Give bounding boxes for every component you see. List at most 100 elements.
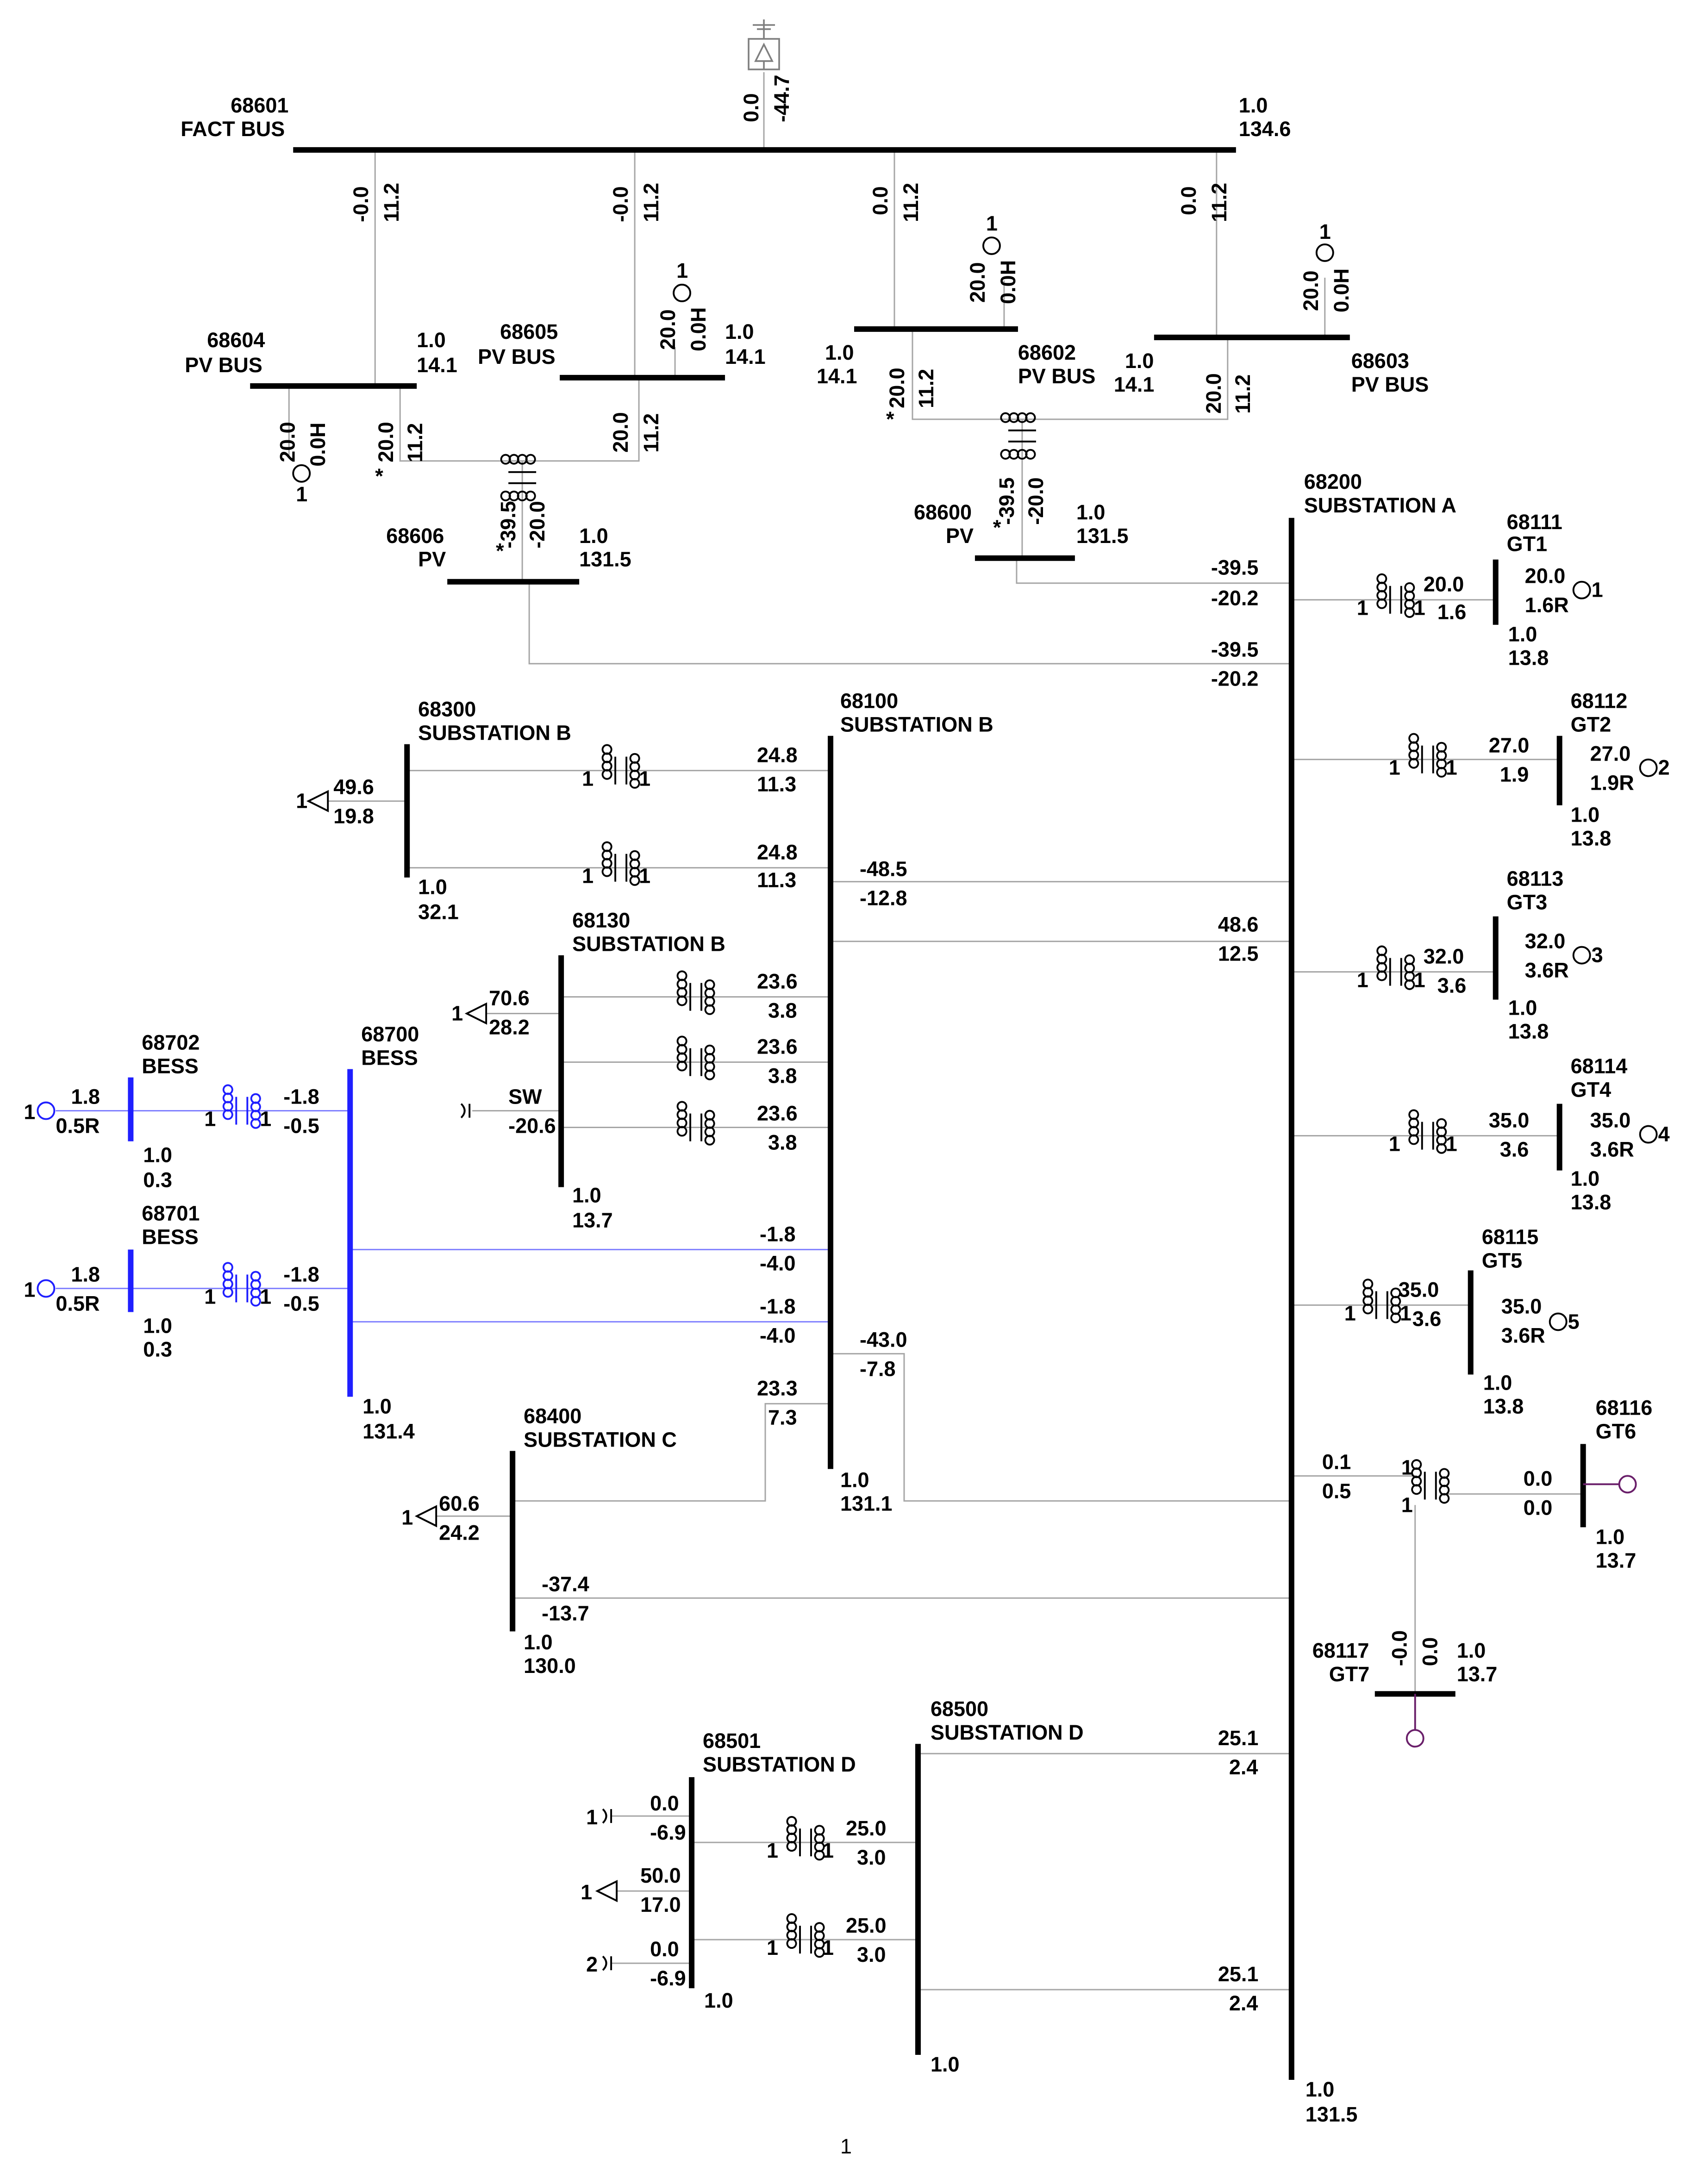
bus-68500-number: 68500 — [931, 1697, 988, 1721]
bus-68300-angle: 32.1 — [418, 900, 459, 924]
gt5-tx-q: 3.6 — [1412, 1307, 1442, 1330]
transformer-68501a-icon[interactable] — [786, 1816, 825, 1861]
transformer-68130c-icon[interactable] — [676, 1101, 715, 1146]
generator-gt4-icon[interactable] — [1639, 1125, 1658, 1144]
transformer-68501b-icon[interactable] — [786, 1913, 825, 1958]
generator-68602-icon[interactable] — [982, 236, 1001, 255]
load-130-p: 70.6 — [489, 986, 530, 1010]
generator-gt5-icon[interactable] — [1549, 1312, 1568, 1331]
bus-68117-angle: 13.7 — [1457, 1662, 1498, 1686]
bus-68600-name: PV — [946, 524, 974, 548]
shunt-68501b-icon[interactable] — [602, 1955, 612, 1971]
bus-68114-name: GT4 — [1571, 1078, 1612, 1101]
generator-68603-icon[interactable] — [1315, 243, 1334, 262]
winding-gt3-b: 1 — [1414, 968, 1425, 992]
transformer-68130b-icon[interactable] — [676, 1036, 715, 1080]
transformer-gt6-gt7-icon[interactable] — [1411, 1459, 1450, 1504]
switched-shunt-68130-icon[interactable] — [460, 1103, 471, 1118]
line-700a-p: -1.8 — [760, 1222, 796, 1246]
gen-602-p: 20.0 — [966, 262, 989, 303]
generator-gt1-icon[interactable] — [1572, 580, 1591, 599]
transformer-gt5-icon[interactable] — [1362, 1279, 1401, 1323]
bus-68605-number: 68605 — [500, 320, 558, 343]
load-68501-icon[interactable] — [595, 1879, 618, 1903]
load-68130-icon[interactable] — [464, 1002, 487, 1025]
gen-603-q: 0.0H — [1330, 268, 1353, 312]
gen-604-id: 1 — [296, 482, 307, 506]
shunt-68501a-icon[interactable] — [602, 1808, 612, 1824]
load-68400-icon[interactable] — [414, 1505, 437, 1528]
transformer-68701-icon[interactable] — [222, 1262, 261, 1307]
bus-68600-angle: 131.5 — [1076, 524, 1129, 548]
bus-68602-name: PV BUS — [1018, 364, 1095, 388]
transformer-68300a-icon[interactable] — [601, 744, 640, 789]
line-600-q: -20.2 — [1211, 587, 1259, 610]
tx-300b-q: 11.3 — [757, 868, 796, 892]
facts-q: -44.7 — [770, 75, 793, 122]
shunt-501b-p: 0.0 — [650, 1937, 679, 1961]
transformers — [222, 412, 1450, 1958]
tx-501b-q: 3.0 — [857, 1943, 886, 1966]
transformer-68130a-icon[interactable] — [676, 970, 715, 1015]
load-68300-icon[interactable] — [306, 790, 329, 812]
bus-68702-angle: 0.3 — [143, 1168, 172, 1192]
transformer-68600-icon[interactable] — [1000, 412, 1037, 460]
generator-68701-icon[interactable] — [37, 1279, 56, 1298]
shunt-501a-q: -6.9 — [650, 1821, 686, 1844]
tx-130c-q: 3.8 — [768, 1130, 797, 1154]
tx-702-q: -0.5 — [283, 1114, 319, 1137]
transformer-68606-icon[interactable] — [500, 454, 537, 501]
transformer-gt2-icon[interactable] — [1408, 733, 1447, 778]
facts-p: 0.0 — [739, 93, 763, 122]
gen-702-id: 1 — [24, 1100, 35, 1123]
bus-68114-voltage: 1.0 — [1571, 1167, 1600, 1190]
bus-68702-voltage: 1.0 — [143, 1143, 172, 1167]
generator-gt3-icon[interactable] — [1572, 946, 1591, 965]
bus-68601-angle: 134.6 — [1239, 117, 1291, 141]
gen-702-p: 1.8 — [71, 1085, 100, 1108]
generator-gt7-icon[interactable] — [1406, 1729, 1424, 1748]
generator-gt6-icon[interactable] — [1618, 1475, 1637, 1494]
bus-68700-angle: 131.4 — [362, 1419, 415, 1443]
bus-68112-angle: 13.8 — [1571, 827, 1612, 850]
bus-68601-voltage: 1.0 — [1239, 94, 1268, 117]
generator-68604-icon[interactable] — [292, 464, 311, 483]
transformer-gt4-icon[interactable] — [1408, 1109, 1447, 1154]
load-300-id: 1 — [296, 789, 307, 813]
bus-68604-voltage: 1.0 — [417, 328, 446, 352]
winding-300b-a: 1 — [582, 864, 593, 888]
bus-68113-name: GT3 — [1507, 891, 1548, 914]
gt4-tx-p: 35.0 — [1489, 1108, 1530, 1132]
transformer-gt3-icon[interactable] — [1376, 945, 1415, 990]
tx-606-mark: * — [496, 539, 504, 563]
facts-device-icon[interactable] — [748, 19, 780, 70]
bus-68700-name: BESS — [361, 1046, 418, 1070]
gt5-gen-p: 35.0 — [1501, 1294, 1542, 1318]
load-501-p: 50.0 — [640, 1864, 681, 1887]
tx-130b-p: 23.6 — [757, 1035, 798, 1059]
transformer-68300b-icon[interactable] — [601, 841, 640, 886]
tx-130c-p: 23.6 — [757, 1101, 798, 1125]
bus-68100-name: SUBSTATION B — [840, 713, 993, 736]
bus-68130-voltage: 1.0 — [572, 1183, 601, 1207]
gt3-gen-q: 3.6R — [1525, 959, 1569, 982]
generator-68702-icon[interactable] — [37, 1101, 56, 1120]
bus-68113-number: 68113 — [1507, 867, 1564, 891]
tx-600-p: -39.5 — [995, 477, 1018, 525]
bus-68116-voltage: 1.0 — [1596, 1525, 1625, 1548]
gt4-gen-q: 3.6R — [1590, 1137, 1634, 1161]
generator-68605-icon[interactable] — [673, 283, 692, 302]
generator-gt2-icon[interactable] — [1639, 758, 1658, 777]
transformer-68702-icon[interactable] — [222, 1084, 261, 1129]
tx-701-p: -1.8 — [283, 1262, 319, 1286]
transformer-gt1-icon[interactable] — [1376, 573, 1415, 618]
flow-602-q: 11.2 — [899, 183, 923, 222]
tx-605-p: 20.0 — [609, 412, 632, 453]
line-606-p: -39.5 — [1211, 638, 1259, 661]
gen-604-q: 0.0H — [306, 423, 330, 467]
tx-130a-p: 23.6 — [757, 970, 798, 993]
bus-labels: 68601 FACT BUS 1.0 134.6 68604 PV BUS 1.… — [142, 94, 1652, 2126]
gt1-tx-q: 1.6 — [1437, 600, 1467, 624]
gen-603-p: 20.0 — [1299, 270, 1323, 311]
gt3-gen-id: 3 — [1592, 943, 1603, 967]
